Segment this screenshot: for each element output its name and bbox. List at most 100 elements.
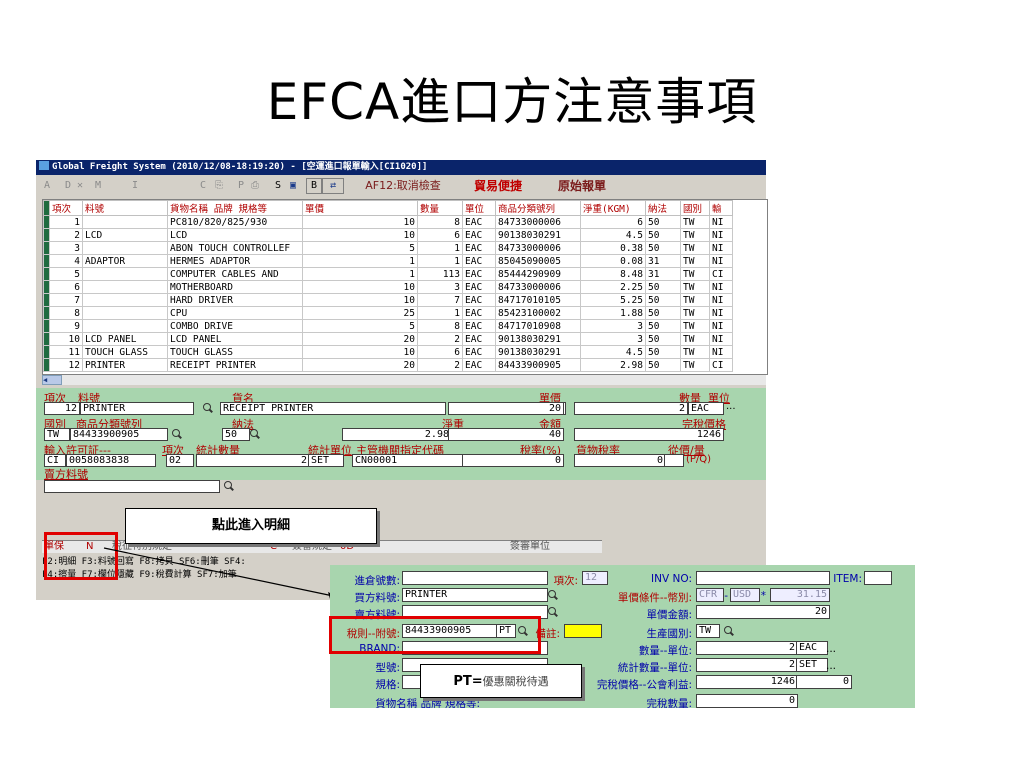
country-field[interactable]: TW (44, 428, 70, 441)
tool-p-button[interactable]: P (237, 180, 245, 191)
pt-callout-code: PT (453, 674, 472, 689)
save-icon[interactable]: ▣ (289, 180, 297, 191)
tool-i-button[interactable]: I (131, 180, 139, 191)
tariff-suffix-field[interactable]: PT (496, 624, 516, 638)
remark-field[interactable] (564, 624, 602, 638)
qty-field[interactable]: 2 (696, 641, 798, 655)
column-header[interactable]: 貨物名稱 品牌 規格等 (167, 200, 303, 216)
unit-price-field[interactable]: 20 (448, 402, 564, 415)
currency-field[interactable]: USD (730, 588, 760, 602)
table-cell[interactable]: PRINTER (82, 358, 168, 372)
item-no-field[interactable] (864, 571, 892, 585)
item-field[interactable]: 12 (582, 571, 608, 585)
permit-type-field[interactable]: CI (44, 454, 66, 467)
table-cell[interactable]: 84433900905 (495, 358, 581, 372)
af12-cancel-check-button[interactable]: AF12:取消檢查 (365, 179, 441, 192)
search-icon[interactable] (203, 403, 213, 413)
trade-facilitation-button[interactable]: 貿易便捷 (473, 179, 522, 193)
qty-unit-field[interactable]: EAC (796, 641, 828, 655)
tool-c-button[interactable]: C (199, 180, 207, 191)
buyer-part-field[interactable]: PRINTER (402, 588, 548, 602)
terms-field[interactable]: CFR (696, 588, 724, 602)
search-icon[interactable] (518, 626, 528, 636)
stat-unit-more[interactable]: ... (826, 660, 837, 672)
tool-m-button[interactable]: M (94, 180, 102, 191)
tax-rate-label: 稅率(%) (520, 444, 562, 457)
stat-qty-field[interactable]: 2 (696, 658, 798, 672)
table-cell[interactable]: 50 (645, 358, 681, 372)
hs-code-field[interactable]: 84433900905 (70, 428, 168, 441)
item-no-field[interactable]: 12 (44, 402, 80, 415)
printer-icon[interactable]: ⎙ (251, 180, 259, 191)
stat-unit-field[interactable]: SET (308, 454, 344, 467)
column-header[interactable]: 項次 (49, 200, 83, 216)
search-icon[interactable] (172, 429, 182, 439)
table-cell[interactable]: 20 (302, 358, 418, 372)
inv-no-field[interactable] (696, 571, 830, 585)
search-icon[interactable] (548, 607, 558, 617)
goods-field[interactable]: RECEIPT PRINTER (220, 402, 446, 415)
table-cell[interactable]: CI (709, 358, 733, 372)
tab-bond[interactable]: 單保 (44, 541, 64, 552)
search-icon[interactable] (548, 590, 558, 600)
column-header[interactable]: 單位 (462, 200, 496, 216)
stat-unit-field[interactable]: SET (796, 658, 828, 672)
pq-field[interactable] (664, 454, 684, 467)
qty-field[interactable]: 2 (574, 402, 688, 415)
union-field[interactable]: 0 (796, 675, 852, 689)
unit-amount-field[interactable]: 20 (696, 605, 830, 619)
tariff-field[interactable]: 84433900905 (402, 624, 498, 638)
tool-a-button[interactable]: A (43, 180, 51, 191)
permit-no-field[interactable]: 0058083838 (66, 454, 156, 467)
qty-unit-more[interactable]: ... (826, 643, 837, 655)
item-label: 項次: (553, 575, 578, 587)
enter-detail-callout: 點此進入明細 (125, 508, 377, 544)
column-header[interactable]: 納法 (645, 200, 681, 216)
exchange-rate-field[interactable]: 31.15 (770, 588, 830, 602)
origin-field[interactable]: TW (696, 624, 720, 638)
unit-more[interactable]: ... (726, 401, 736, 412)
search-icon[interactable] (724, 626, 734, 636)
amount-field[interactable]: 40 (448, 428, 564, 441)
tool-s-button[interactable]: S (274, 180, 282, 191)
stat-qty-label: 統計數量 (196, 444, 240, 457)
duty-value-label: 完稅價格 (682, 418, 726, 431)
tax-qty-field[interactable]: 0 (696, 694, 798, 708)
table-cell[interactable]: NI (709, 228, 733, 242)
duty-field[interactable]: 1246 (696, 675, 798, 689)
search-icon[interactable] (250, 429, 260, 439)
link-icon[interactable]: ⇄ (322, 178, 344, 194)
search-icon[interactable] (224, 481, 234, 491)
unit-field[interactable]: EAC (688, 402, 724, 415)
scroll-left-icon[interactable]: ◀ (42, 375, 62, 385)
tab-special-tax[interactable]: 稅征特別規定 (112, 541, 172, 552)
tab-review-rules[interactable]: 簽審規定 (292, 541, 332, 552)
tool-d-button[interactable]: D (64, 180, 72, 191)
qty-unit-label: 數量--單位: (638, 645, 692, 657)
original-declaration-button[interactable]: 原始報單 (557, 179, 606, 193)
duty-value-field[interactable]: 1246 (574, 428, 724, 441)
stat-qty-field[interactable]: 2 (196, 454, 310, 467)
tab-review-unit[interactable]: 簽審單位 (510, 541, 550, 552)
warehouse-field[interactable] (402, 571, 548, 585)
table-cell[interactable]: NI (709, 345, 733, 359)
tool-b-button[interactable]: B (306, 178, 322, 194)
tax-rate-field[interactable]: 0 (462, 454, 564, 467)
buyer-part-field[interactable] (44, 480, 220, 493)
copy-icon[interactable]: ⎘ (215, 180, 223, 191)
part-no-field[interactable]: PRINTER (80, 402, 194, 415)
item-seq-field[interactable]: 02 (166, 454, 194, 467)
tab-c[interactable]: C (270, 541, 277, 552)
horizontal-scrollbar[interactable]: ◀ (42, 375, 766, 385)
close-icon[interactable]: ✕ (76, 180, 84, 191)
pt-callout-text: 優惠關稅待遇 (482, 675, 549, 688)
column-header[interactable]: 數量 (417, 200, 463, 216)
